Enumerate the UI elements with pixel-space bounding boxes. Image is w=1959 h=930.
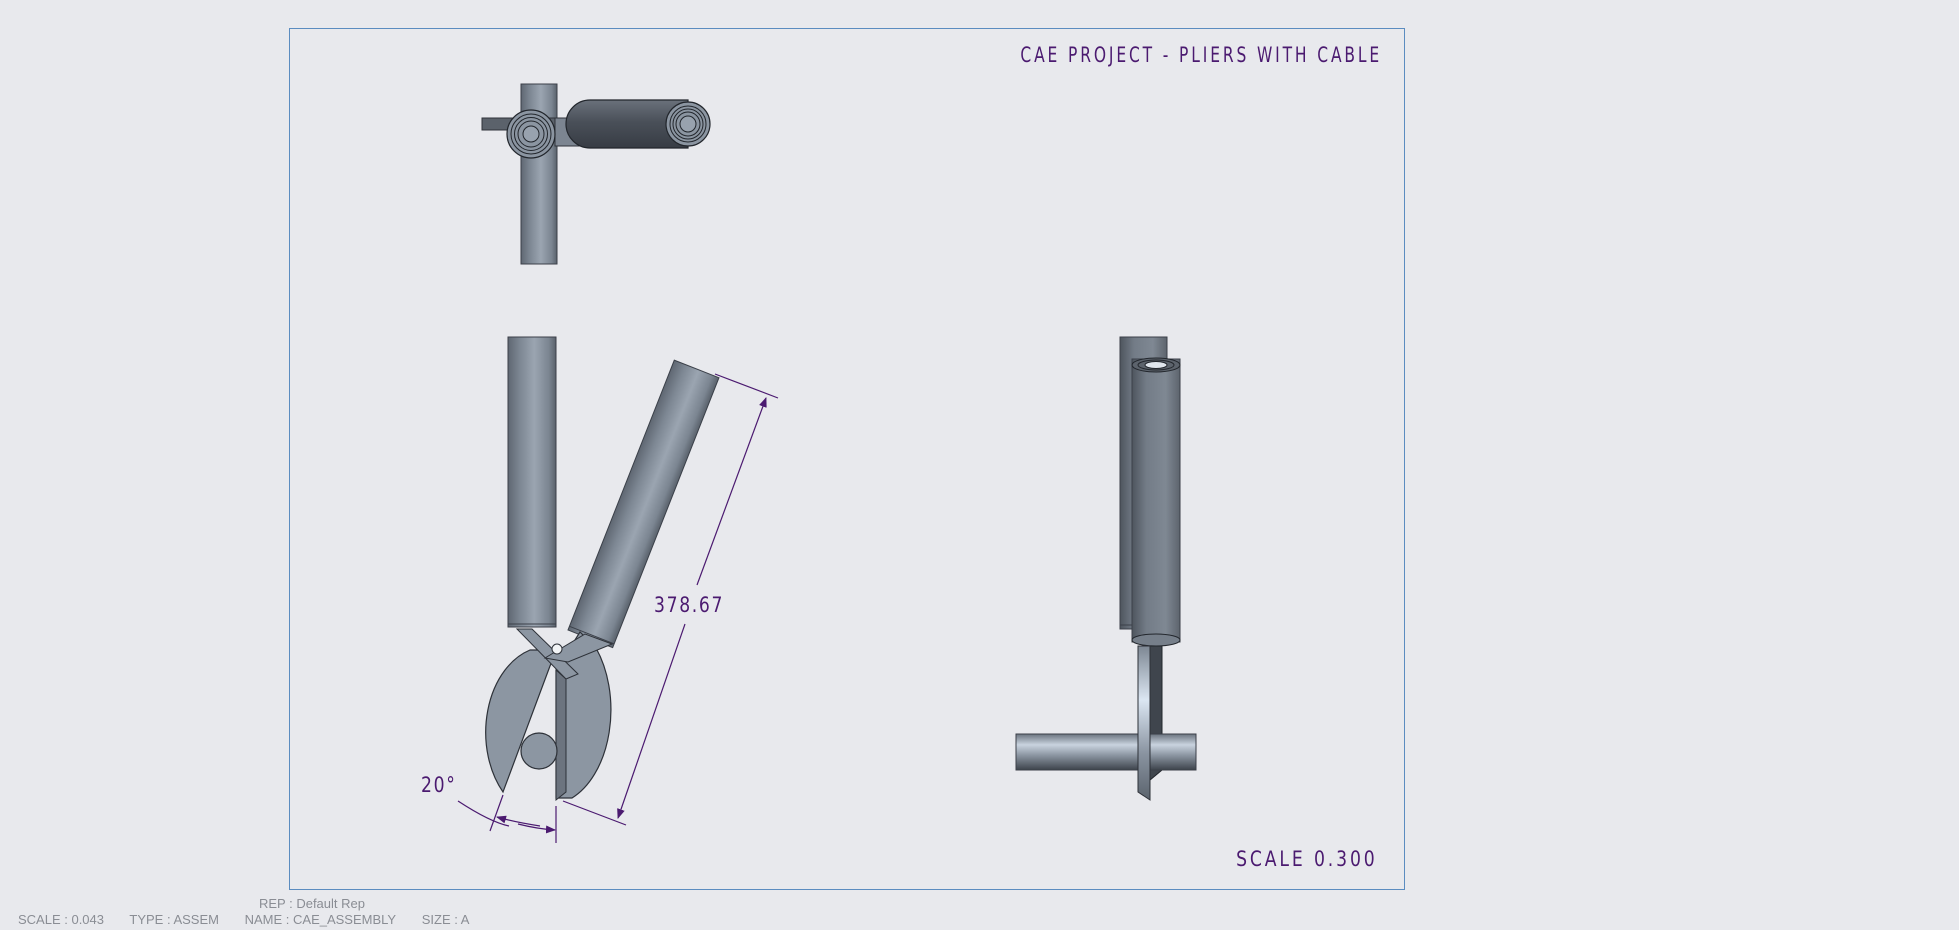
right-side-view[interactable] [1015, 336, 1197, 801]
status-type: TYPE : ASSEM [129, 912, 219, 927]
length-dimension-value[interactable]: 378.67 [654, 593, 725, 617]
status-rep: REP : Default Rep [259, 896, 365, 911]
drawing-sheet-border: CAE PROJECT - PLIERS WITH CABLE SCALE 0.… [289, 28, 1405, 890]
angle-dimension-value[interactable]: 20° [421, 773, 457, 797]
front-view[interactable] [485, 336, 720, 802]
model-info-status-bar: REP : Default Rep SCALE : 0.043 TYPE : A… [0, 893, 700, 930]
cable-end-rings-left [506, 109, 556, 159]
angle-dimension[interactable] [457, 794, 557, 843]
status-name: NAME : CAE_ASSEMBLY [244, 912, 397, 927]
status-scale: SCALE : 0.043 [18, 912, 104, 927]
length-dimension[interactable] [562, 373, 779, 826]
cable-end-rings-right [665, 101, 711, 147]
status-size: SIZE : A [421, 912, 470, 927]
drawing-title-note[interactable]: CAE PROJECT - PLIERS WITH CABLE [1020, 43, 1382, 67]
sheet-scale-note[interactable]: SCALE 0.300 [1236, 847, 1378, 871]
cable-cross-section [520, 732, 558, 770]
top-view[interactable] [481, 83, 711, 265]
